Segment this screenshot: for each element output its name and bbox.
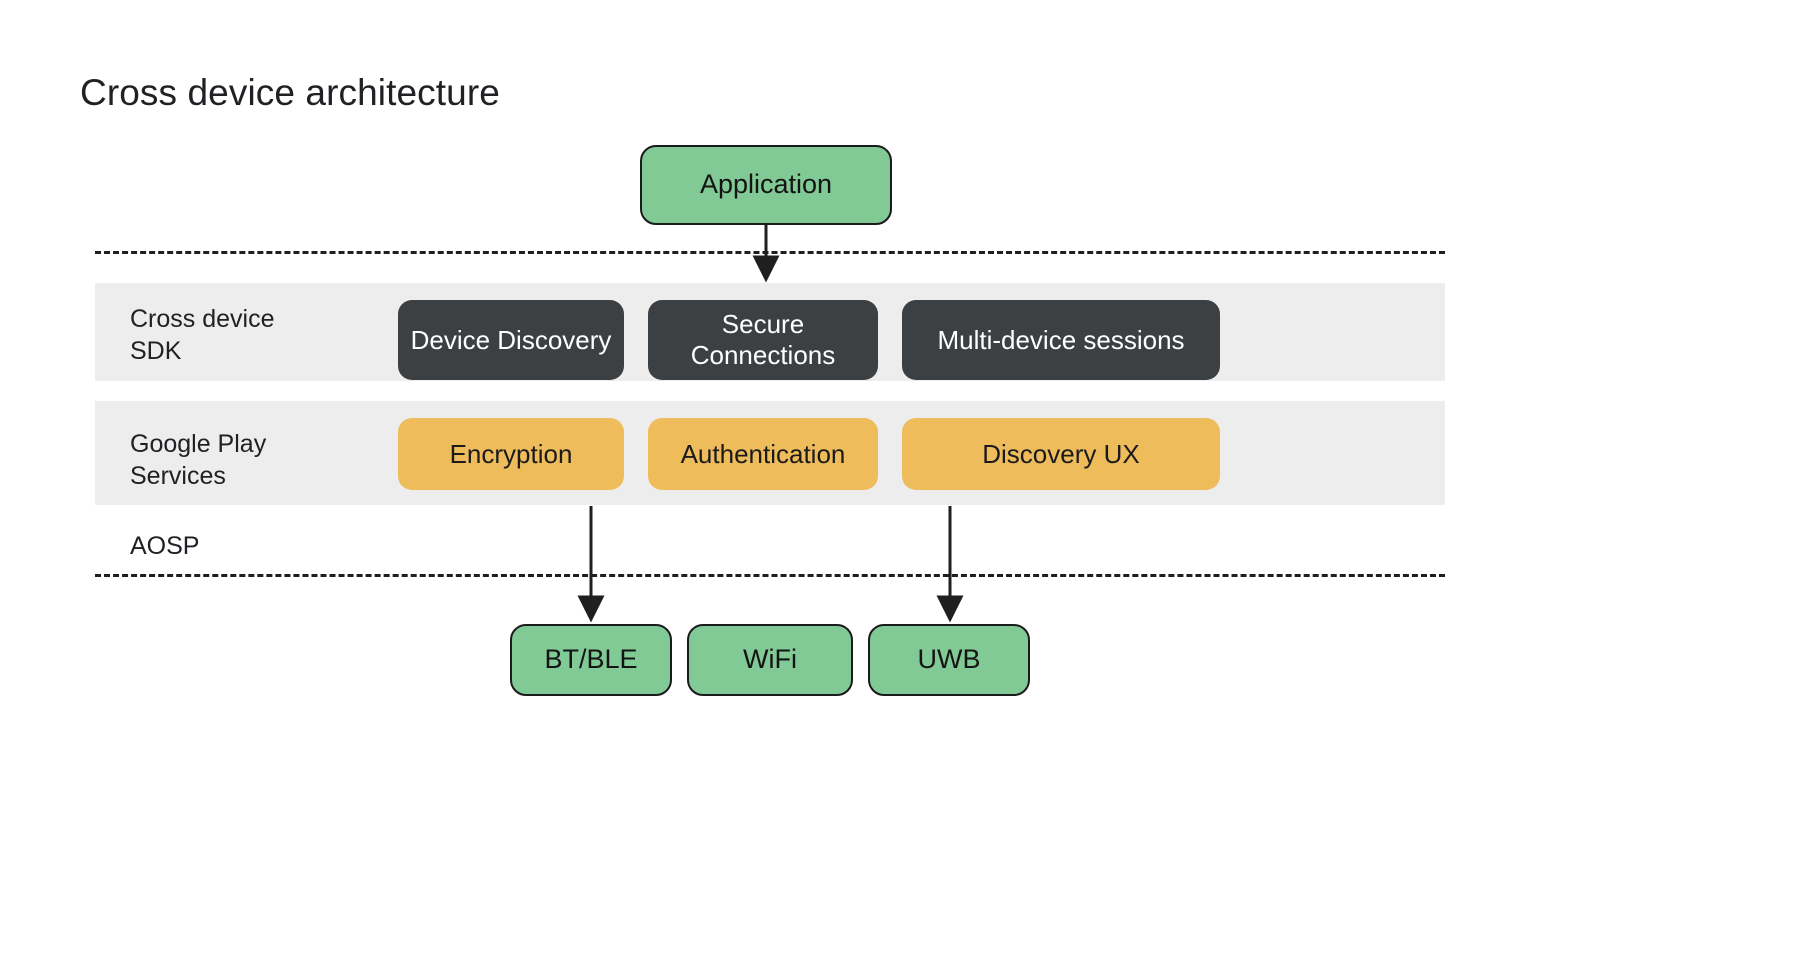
page-title: Cross device architecture [80, 72, 500, 113]
layer-label-cross-device-sdk: Cross device SDK [130, 305, 275, 365]
layer-label-google-play-services: Google Play Services [130, 430, 267, 490]
node-discovery-ux[interactable]: Discovery UX [902, 418, 1220, 490]
dashed-separator-bottom [95, 574, 1445, 577]
node-bt-ble[interactable]: BT/BLE [510, 624, 672, 696]
node-application[interactable]: Application [640, 145, 892, 225]
node-device-discovery[interactable]: Device Discovery [398, 300, 624, 380]
node-encryption[interactable]: Encryption [398, 418, 624, 490]
node-uwb[interactable]: UWB [868, 624, 1030, 696]
node-secure-connections[interactable]: Secure Connections [648, 300, 878, 380]
node-multi-device-sessions[interactable]: Multi-device sessions [902, 300, 1220, 380]
node-authentication[interactable]: Authentication [648, 418, 878, 490]
node-wifi[interactable]: WiFi [687, 624, 853, 696]
dashed-separator-top [95, 251, 1445, 254]
layer-label-aosp: AOSP [130, 532, 200, 560]
